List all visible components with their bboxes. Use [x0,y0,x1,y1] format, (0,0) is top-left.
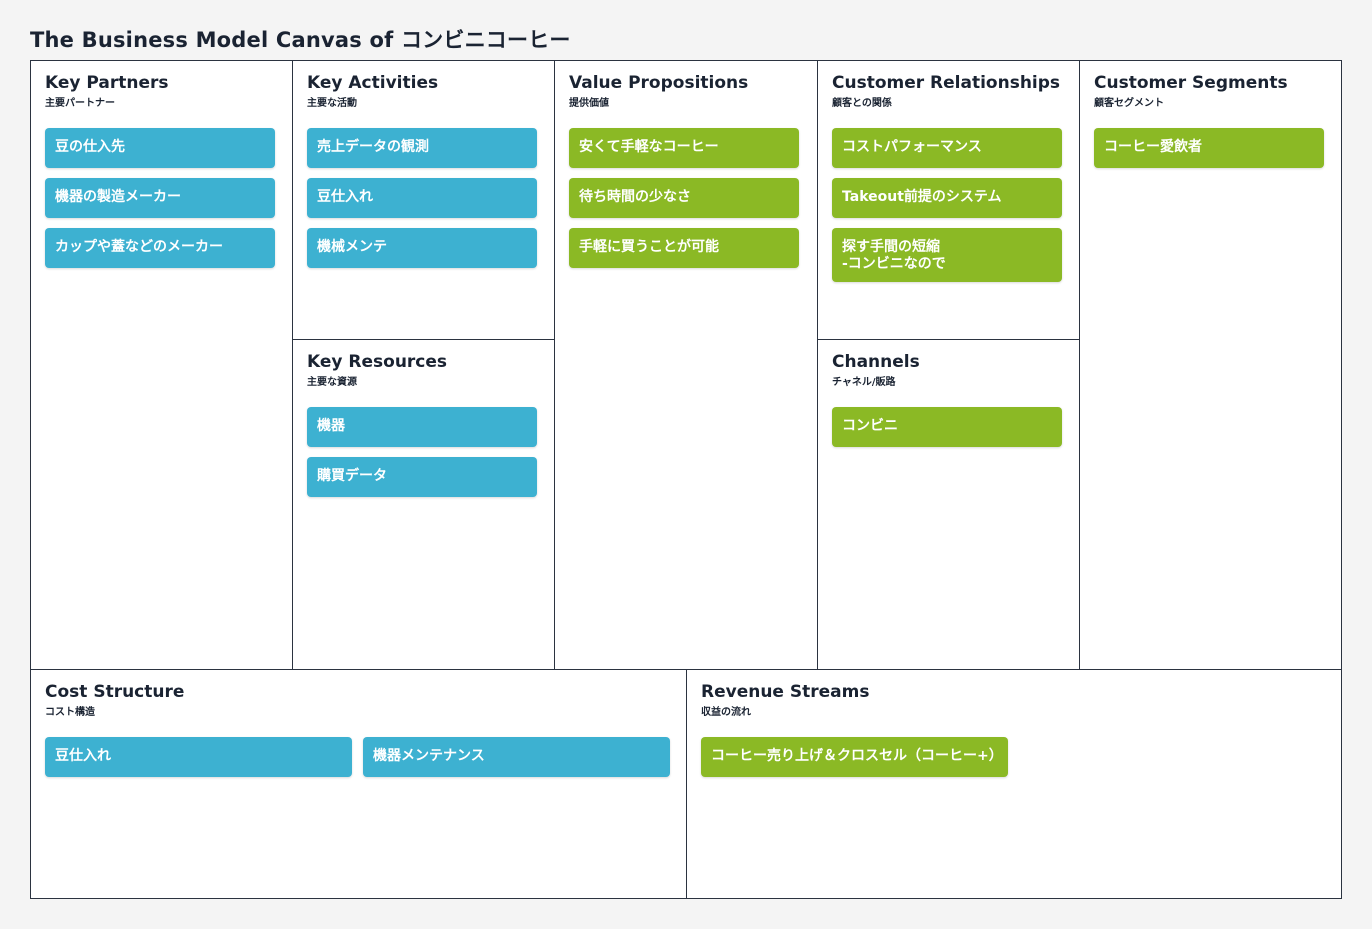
section-title: Customer Relationships [832,73,1061,93]
section-subtitle: 収益の流れ [701,707,751,718]
sticky-note[interactable]: 機器メンテナンス [363,737,670,777]
cost-structure-section: Cost Structure コスト構造 豆仕入れ 機器メンテナンス [31,670,686,898]
section-subtitle: 顧客との関係 [832,98,892,109]
sticky-note[interactable]: Takeout前提のシステム [832,178,1062,218]
divider [817,61,818,669]
section-title: Key Activities [307,73,439,93]
value-propositions-section: Value Propositions 提供価値 安くて手軽なコーヒー 待ち時間の… [555,61,817,669]
sticky-note[interactable]: コーヒー愛飲者 [1094,128,1324,168]
channels-section: Channels チャネル/販路 コンビニ [818,340,1079,669]
section-title: Key Partners [45,73,169,93]
customer-segments-section: Customer Segments 顧客セグメント コーヒー愛飲者 [1080,61,1341,669]
key-activities-section: Key Activities 主要な活動 売上データの観測 豆仕入れ 機械メンテ [293,61,554,339]
divider [817,339,1079,340]
business-model-canvas: Key Partners 主要パートナー 豆の仕入先 機器の製造メーカー カップ… [30,60,1342,899]
sticky-note[interactable]: 安くて手軽なコーヒー [569,128,799,168]
page-title: The Business Model Canvas of コンビニコーヒー [30,28,571,52]
sticky-note[interactable]: コーヒー売り上げ＆クロスセル（コーヒー+） [701,737,1008,777]
divider [292,339,554,340]
section-title: Value Propositions [569,73,749,93]
section-subtitle: チャネル/販路 [832,377,896,388]
section-subtitle: コスト構造 [45,707,95,718]
sticky-note[interactable]: 機器の製造メーカー [45,178,275,218]
section-subtitle: 顧客セグメント [1094,98,1164,109]
divider [686,669,687,898]
section-subtitle: 主要パートナー [45,98,115,109]
section-title: Cost Structure [45,682,185,702]
sticky-note[interactable]: 豆仕入れ [307,178,537,218]
sticky-note[interactable]: 豆仕入れ [45,737,352,777]
sticky-note[interactable]: 探す手間の短縮 -コンビニなので [832,228,1062,282]
sticky-note[interactable]: 売上データの観測 [307,128,537,168]
sticky-note[interactable]: 待ち時間の少なさ [569,178,799,218]
customer-relationships-section: Customer Relationships 顧客との関係 コストパフォーマンス… [818,61,1079,339]
sticky-note[interactable]: コンビニ [832,407,1062,447]
section-title: Customer Segments [1094,73,1288,93]
key-resources-section: Key Resources 主要な資源 機器 購買データ [293,340,554,669]
sticky-note[interactable]: 手軽に買うことが可能 [569,228,799,268]
divider [292,61,293,669]
sticky-note[interactable]: コストパフォーマンス [832,128,1062,168]
sticky-note[interactable]: カップや蓋などのメーカー [45,228,275,268]
revenue-streams-section: Revenue Streams 収益の流れ コーヒー売り上げ＆クロスセル（コーヒ… [687,670,1341,898]
sticky-note[interactable]: 豆の仕入先 [45,128,275,168]
section-title: Revenue Streams [701,682,870,702]
section-title: Channels [832,352,920,372]
section-subtitle: 提供価値 [569,98,609,109]
sticky-note[interactable]: 機器 [307,407,537,447]
divider [1079,61,1080,669]
sticky-note[interactable]: 機械メンテ [307,228,537,268]
sticky-note[interactable]: 購買データ [307,457,537,497]
divider [554,61,555,669]
section-title: Key Resources [307,352,448,372]
section-subtitle: 主要な活動 [307,98,357,109]
section-subtitle: 主要な資源 [307,377,357,388]
key-partners-section: Key Partners 主要パートナー 豆の仕入先 機器の製造メーカー カップ… [31,61,292,669]
